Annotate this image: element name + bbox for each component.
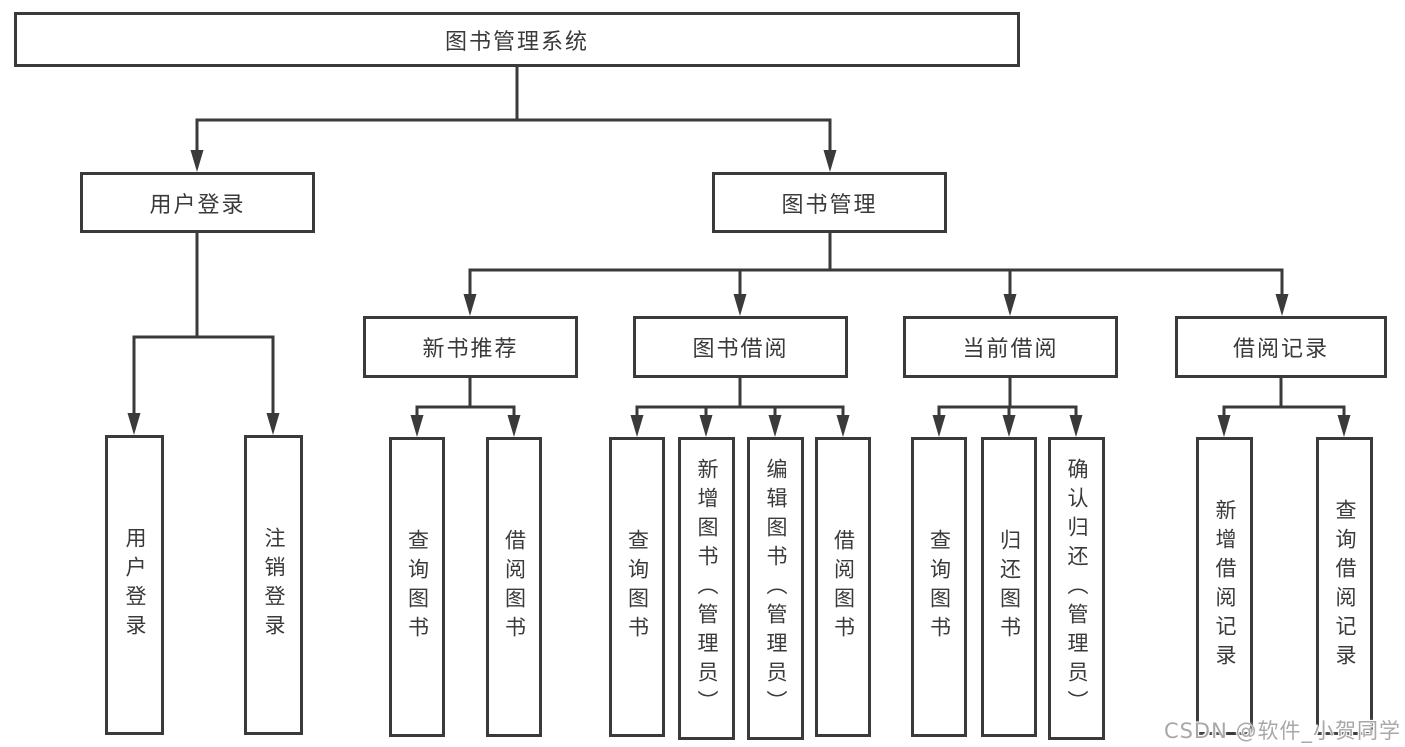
- arrowhead: [410, 415, 424, 437]
- node-library-management-system: 图书管理系统: [14, 12, 1020, 67]
- arrowhead: [836, 415, 850, 437]
- arrowhead: [127, 413, 141, 435]
- node-user-login-leaf: 用户登录: [105, 435, 164, 735]
- node-query-borrow-record-leaf: 查询借阅记录: [1316, 437, 1373, 735]
- arrowhead: [823, 150, 837, 172]
- csdn-watermark: CSDN @软件_小贺同学: [1163, 719, 1401, 743]
- node-logout-leaf: 注销登录: [244, 435, 303, 735]
- arrowhead: [733, 294, 747, 316]
- arrowhead: [932, 415, 946, 437]
- arrowhead: [1002, 415, 1016, 437]
- arrowhead: [266, 413, 280, 435]
- node-new-book-recommendation: 新书推荐: [363, 316, 578, 378]
- node-add-borrow-record-leaf: 新增借阅记录: [1196, 437, 1253, 735]
- node-borrow-books-leaf: 借阅图书: [815, 437, 871, 737]
- node-book-management: 图书管理: [712, 172, 947, 233]
- node-book-borrowing: 图书借阅: [633, 316, 848, 378]
- arrowhead: [699, 415, 713, 437]
- node-query-books-leaf: 查询图书: [389, 437, 445, 737]
- node-borrowing-records: 借阅记录: [1175, 316, 1387, 378]
- arrowhead: [1217, 415, 1231, 437]
- arrowhead: [1275, 294, 1289, 316]
- node-confirm-return-admin-leaf: 确认归还（管理员）: [1048, 437, 1105, 740]
- node-edit-books-admin-leaf: 编辑图书（管理员）: [747, 437, 804, 740]
- arrowhead: [507, 415, 521, 437]
- arrowhead: [1337, 415, 1351, 437]
- arrowhead: [768, 415, 782, 437]
- node-current-borrowing: 当前借阅: [903, 316, 1118, 378]
- node-borrow-books-leaf: 借阅图书: [486, 437, 542, 737]
- node-query-books-leaf: 查询图书: [609, 437, 665, 737]
- node-query-books-leaf: 查询图书: [911, 437, 967, 737]
- arrowhead: [463, 294, 477, 316]
- node-user-login: 用户登录: [80, 172, 315, 233]
- arrowhead: [1069, 415, 1083, 437]
- arrowhead: [1003, 294, 1017, 316]
- arrowhead: [630, 415, 644, 437]
- node-return-books-leaf: 归还图书: [981, 437, 1037, 737]
- node-add-books-admin-leaf: 新增图书（管理员）: [678, 437, 735, 740]
- arrowhead: [190, 150, 204, 172]
